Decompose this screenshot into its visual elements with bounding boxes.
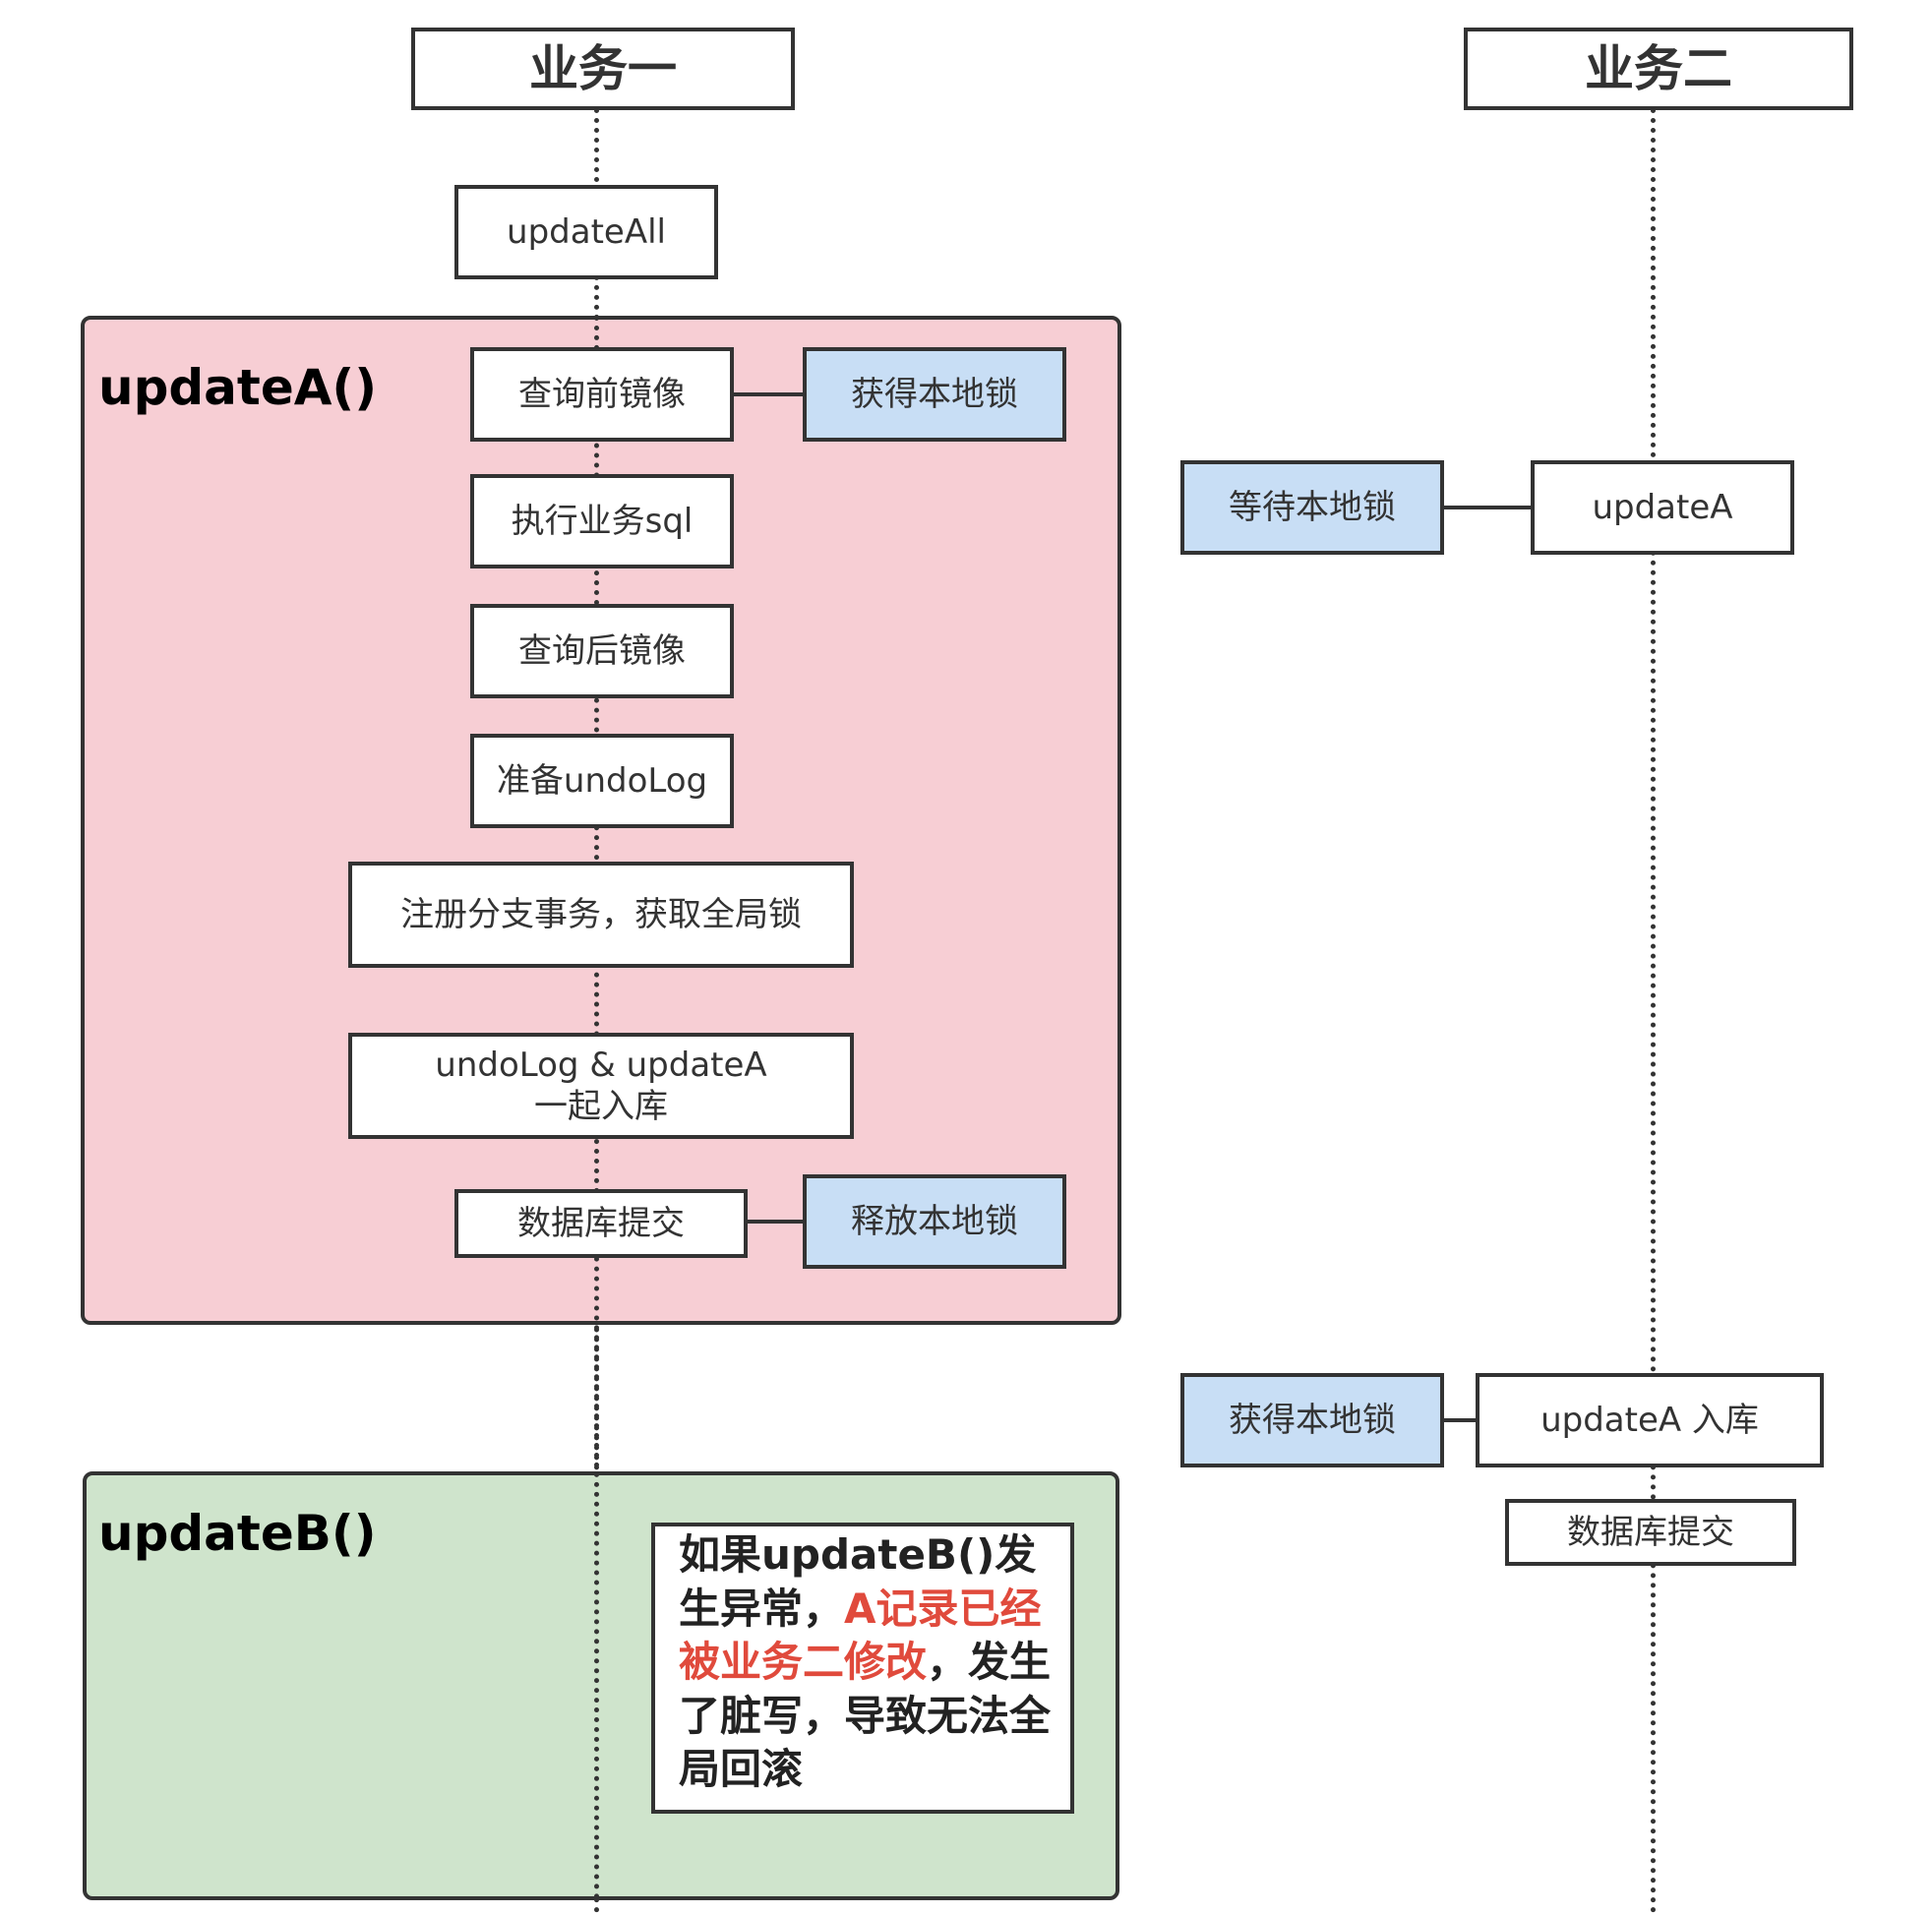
execute-sql-box: 执行业务sql xyxy=(470,474,734,568)
release-local-lock-box: 释放本地锁 xyxy=(803,1174,1066,1269)
note-text-part1: 如果updateB()发生异常， xyxy=(679,1530,1037,1633)
prepare-undo-log-box: 准备undoLog xyxy=(470,734,734,828)
wait-local-lock-box: 等待本地锁 xyxy=(1180,460,1444,555)
lock-connector-3 xyxy=(1442,506,1533,509)
update-b-group-label: updateB() xyxy=(98,1505,377,1562)
update-all-box: updateAll xyxy=(454,185,718,279)
dirty-write-note: 如果updateB()发生异常，A记录已经被业务二修改，发生了脏写，导致无法全局… xyxy=(651,1523,1074,1814)
undo-log-store-line1: undoLog & updateA xyxy=(435,1045,767,1085)
undo-log-store-line2: 一起入库 xyxy=(534,1087,668,1126)
lane1-title: 业务一 xyxy=(411,28,795,110)
db-commit-box-lane2: 数据库提交 xyxy=(1505,1499,1796,1566)
lock-connector-2 xyxy=(746,1220,805,1224)
query-after-image-box: 查询后镜像 xyxy=(470,604,734,698)
db-commit-box-lane1: 数据库提交 xyxy=(454,1189,748,1258)
lane2-title: 业务二 xyxy=(1464,28,1853,110)
lock-connector-1 xyxy=(732,392,805,396)
update-a-group-label: updateA() xyxy=(98,359,378,416)
note-text-part3: ，发生了脏写，导致无法全局回滚 xyxy=(679,1638,1052,1794)
lock-connector-4 xyxy=(1442,1418,1478,1422)
lane2-lifeline xyxy=(1651,108,1656,1914)
update-a-store-box: updateA 入库 xyxy=(1476,1373,1824,1467)
note-text-highlight: A记录已经被业务二修改 xyxy=(679,1584,1042,1687)
undo-log-store-box: undoLog & updateA 一起入库 xyxy=(348,1033,854,1139)
query-before-image-box: 查询前镜像 xyxy=(470,347,734,442)
register-branch-box: 注册分支事务，获取全局锁 xyxy=(348,862,854,968)
update-a-box-lane2: updateA xyxy=(1531,460,1794,555)
acquire-local-lock-box-lane1: 获得本地锁 xyxy=(803,347,1066,442)
acquire-local-lock-box-lane2: 获得本地锁 xyxy=(1180,1373,1444,1467)
